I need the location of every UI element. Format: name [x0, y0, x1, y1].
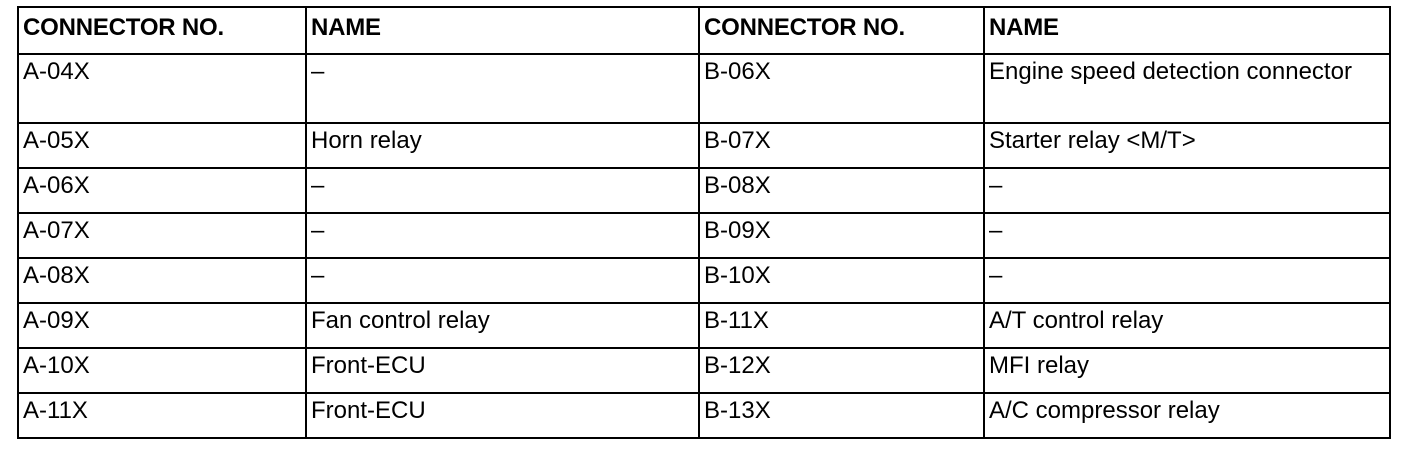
connector-no-cell: B-06X	[698, 53, 985, 124]
connector-no-cell: A-09X	[17, 302, 307, 349]
name-cell: Engine speed detection connector	[983, 53, 1391, 124]
connector-no-cell: B-10X	[698, 257, 985, 304]
connector-no-cell: A-11X	[17, 392, 307, 439]
name-cell: –	[305, 53, 700, 124]
name-cell: Front-ECU	[305, 392, 700, 439]
table-row: A-04X – B-06X Engine speed detection con…	[17, 53, 1391, 124]
name-cell: Front-ECU	[305, 347, 700, 394]
name-cell: Fan control relay	[305, 302, 700, 349]
name-cell: A/T control relay	[983, 302, 1391, 349]
name-cell: Starter relay <M/T>	[983, 122, 1391, 169]
header-row: CONNECTOR NO. NAME CONNECTOR NO. NAME	[17, 6, 1391, 55]
name-cell: –	[305, 212, 700, 259]
connector-no-cell: B-12X	[698, 347, 985, 394]
table-row: A-06X – B-08X –	[17, 167, 1391, 214]
table-row: A-11X Front-ECU B-13X A/C compressor rel…	[17, 392, 1391, 439]
connector-no-cell: A-04X	[17, 53, 307, 124]
name-cell: –	[305, 167, 700, 214]
connector-no-cell: B-07X	[698, 122, 985, 169]
header-name-right: NAME	[983, 6, 1391, 55]
table-row: A-10X Front-ECU B-12X MFI relay	[17, 347, 1391, 394]
connector-no-cell: A-08X	[17, 257, 307, 304]
table-row: A-07X – B-09X –	[17, 212, 1391, 259]
connector-no-cell: B-09X	[698, 212, 985, 259]
connector-no-cell: A-07X	[17, 212, 307, 259]
header-connector-no-left: CONNECTOR NO.	[17, 6, 307, 55]
connector-no-cell: A-05X	[17, 122, 307, 169]
connector-no-cell: A-06X	[17, 167, 307, 214]
name-cell: –	[983, 167, 1391, 214]
header-name-left: NAME	[305, 6, 700, 55]
table-row: A-05X Horn relay B-07X Starter relay <M/…	[17, 122, 1391, 169]
connector-no-cell: B-08X	[698, 167, 985, 214]
table-row: A-09X Fan control relay B-11X A/T contro…	[17, 302, 1391, 349]
name-cell: –	[983, 257, 1391, 304]
name-cell: MFI relay	[983, 347, 1391, 394]
table-row: A-08X – B-10X –	[17, 257, 1391, 304]
connector-no-cell: B-11X	[698, 302, 985, 349]
name-cell: A/C compressor relay	[983, 392, 1391, 439]
name-cell: –	[983, 212, 1391, 259]
connector-table: CONNECTOR NO. NAME CONNECTOR NO. NAME A-…	[17, 6, 1391, 439]
header-connector-no-right: CONNECTOR NO.	[698, 6, 985, 55]
connector-no-cell: B-13X	[698, 392, 985, 439]
name-cell: Horn relay	[305, 122, 700, 169]
name-cell: –	[305, 257, 700, 304]
connector-no-cell: A-10X	[17, 347, 307, 394]
